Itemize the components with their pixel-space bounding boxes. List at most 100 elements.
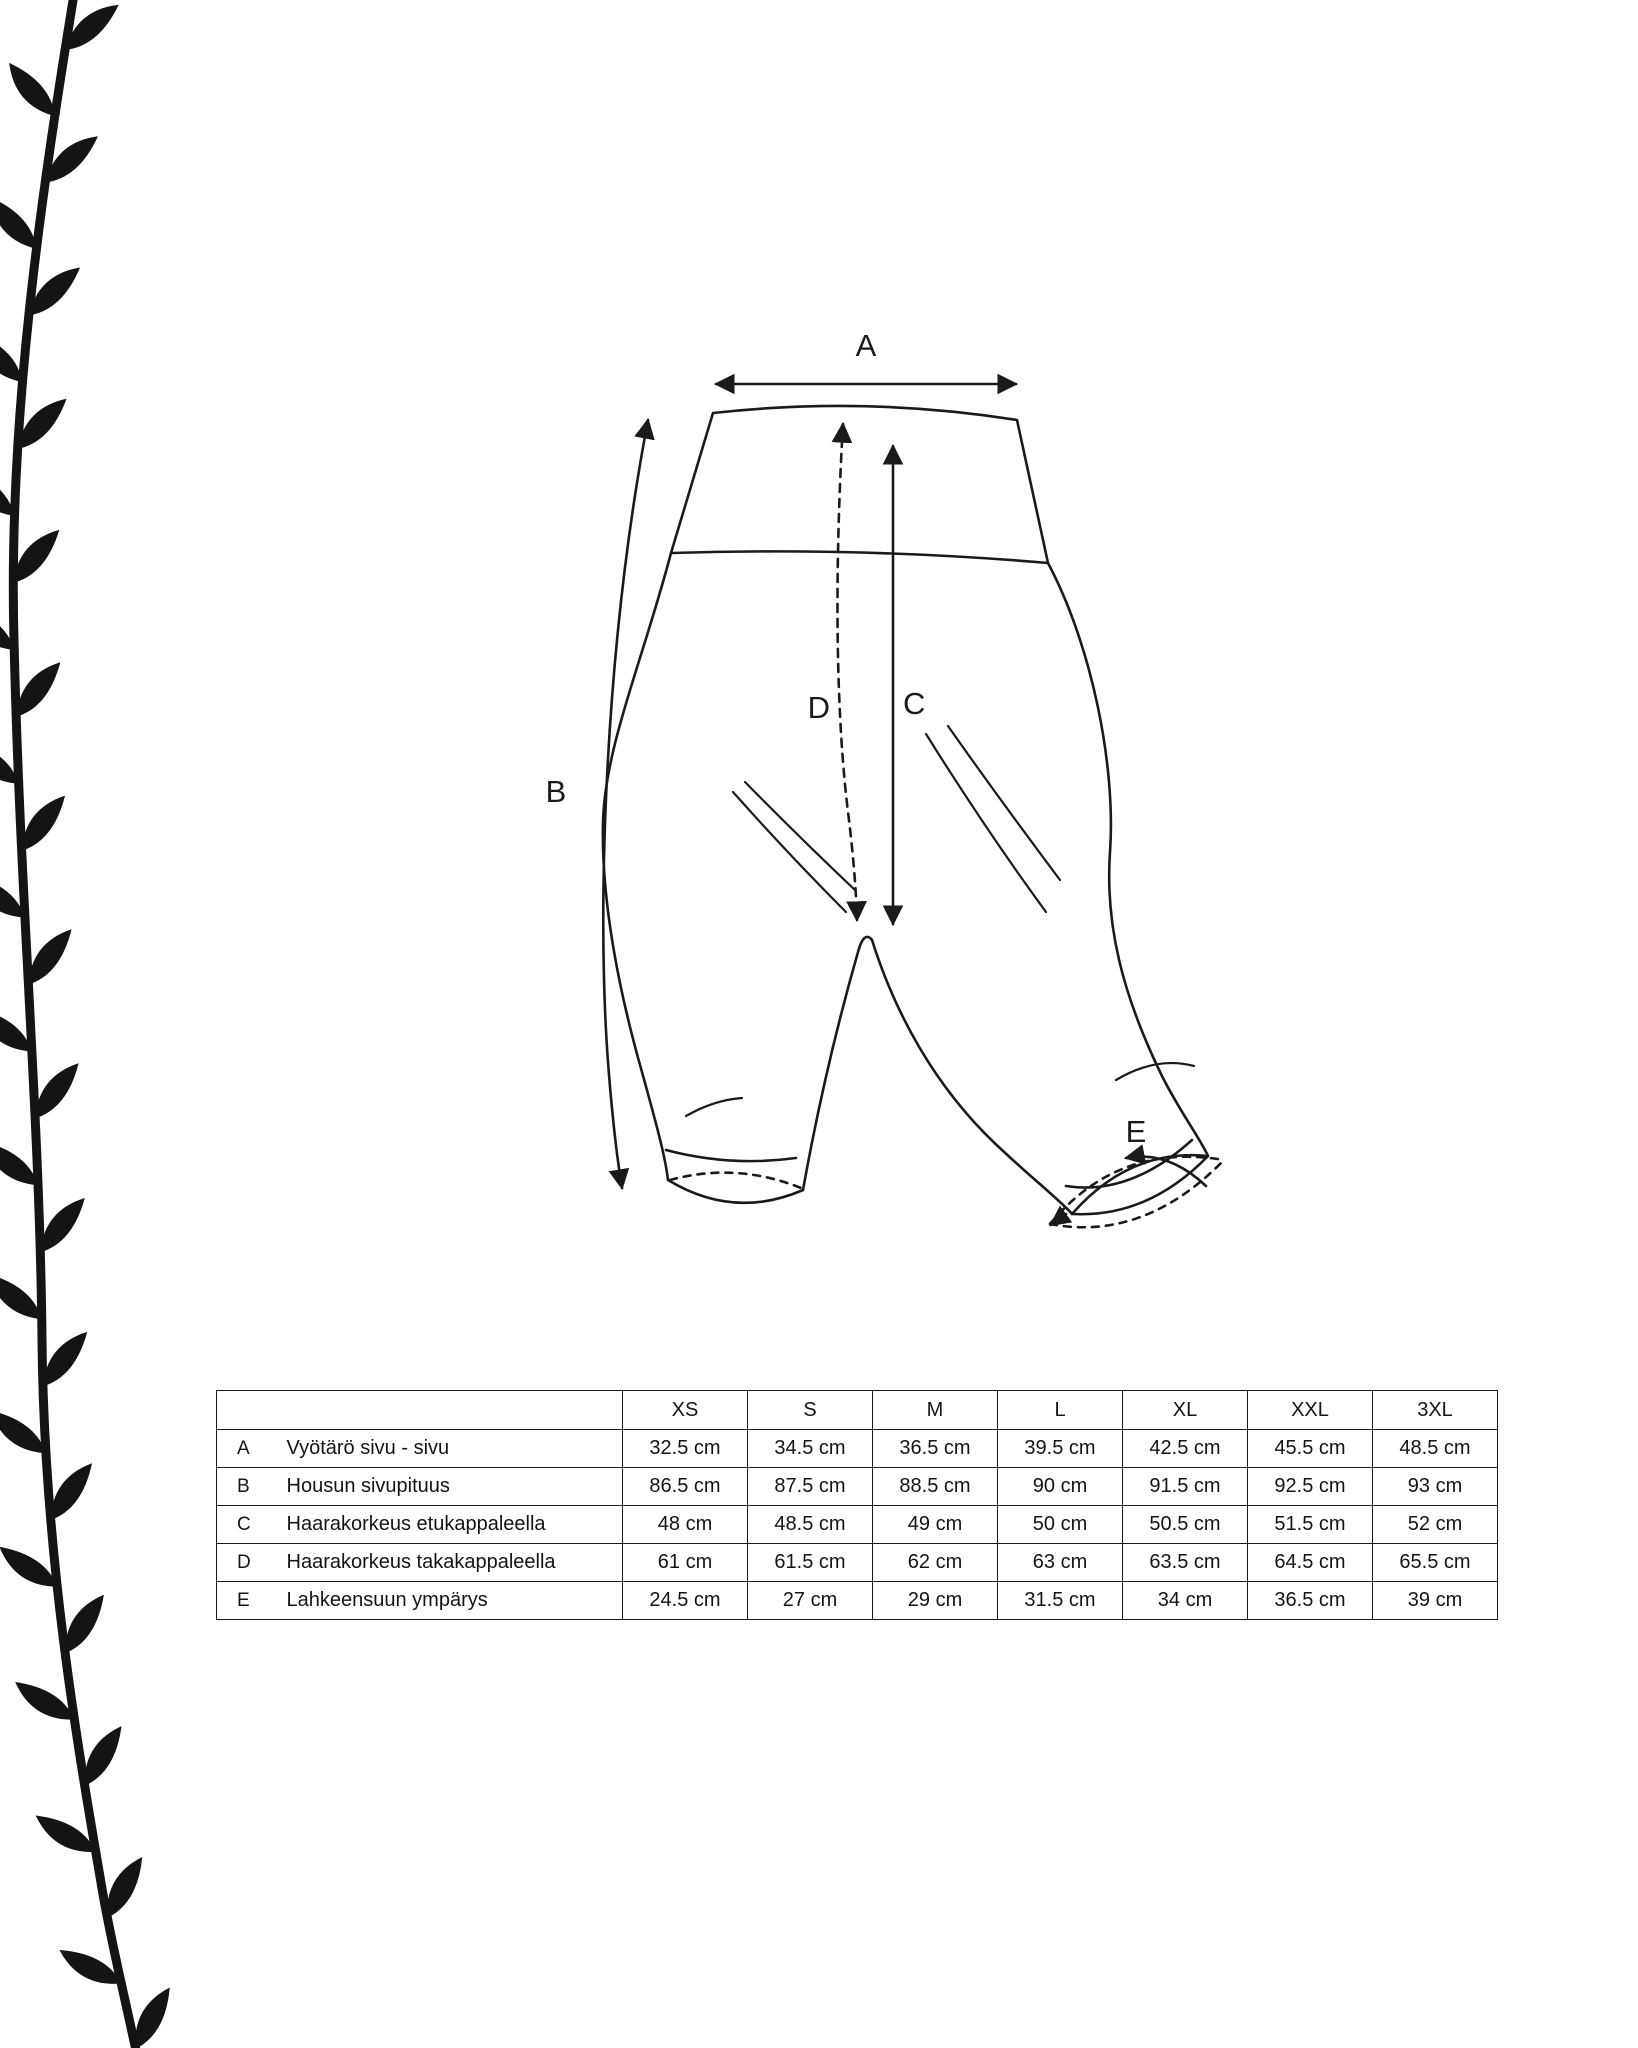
vine-leaf — [9, 62, 55, 117]
pants-left-inner-seam — [801, 935, 874, 1192]
vine-leaf — [13, 529, 60, 583]
vine-leaf — [0, 874, 25, 918]
measurement-value: 31.5 cm — [997, 1581, 1123, 1620]
row-letter: D — [216, 1543, 279, 1582]
row-label: Haarakorkeus etukappaleella — [278, 1505, 623, 1544]
vine-leaf — [28, 929, 72, 985]
vine-leaf — [21, 795, 66, 851]
measurement-value: 32.5 cm — [622, 1429, 748, 1468]
measurement-value: 52 cm — [1372, 1505, 1498, 1544]
vine-leaf — [35, 1063, 79, 1119]
vine-leaf — [40, 1197, 85, 1253]
pants-left-cuff-top-line — [664, 1148, 798, 1163]
vine-leaf — [84, 1726, 122, 1786]
measurement-value: 24.5 cm — [622, 1581, 748, 1620]
vine-leaf — [15, 1681, 75, 1720]
vine-leaf — [16, 662, 61, 717]
measurement-value: 34 cm — [1122, 1581, 1248, 1620]
vine-leaf — [17, 398, 67, 449]
wrinkle-left-leg-1 — [731, 790, 848, 914]
vine-leaf — [45, 136, 98, 183]
measurement-value: 63 cm — [997, 1543, 1123, 1582]
pants-right-cuff-front-rim — [1070, 1154, 1210, 1216]
measurement-value: 63.5 cm — [1122, 1543, 1248, 1582]
vine-leaf — [65, 4, 119, 50]
vine-leaf — [50, 1463, 92, 1521]
wrinkle-right-leg-1 — [924, 732, 1048, 914]
vine-leaf — [65, 1594, 104, 1654]
measurement-value: 42.5 cm — [1122, 1429, 1248, 1468]
vine-leaf — [59, 1950, 122, 1984]
size-column-header: M — [872, 1390, 998, 1430]
label-d: D — [808, 690, 830, 725]
measurement-value: 64.5 cm — [1247, 1543, 1373, 1582]
measurement-value: 34.5 cm — [747, 1429, 873, 1468]
arrow-d — [831, 421, 867, 923]
label-b: B — [546, 774, 567, 809]
measurement-value: 50.5 cm — [1122, 1505, 1248, 1544]
arrow-e-head — [1049, 1205, 1073, 1227]
pants-left-cuff-bottom — [666, 1178, 805, 1205]
vine-leaf — [0, 1008, 32, 1052]
row-label: Housun sivupituus — [278, 1467, 623, 1506]
pants-left-outer-seam — [601, 551, 673, 1182]
measurement-value: 93 cm — [1372, 1467, 1498, 1506]
label-a: A — [856, 328, 877, 363]
measurement-value: 88.5 cm — [872, 1467, 998, 1506]
arrow-e-top-arc — [1123, 1144, 1208, 1188]
header-corner-label — [278, 1390, 623, 1430]
label-c: C — [903, 686, 925, 721]
vine-stem — [8, 0, 141, 2048]
row-label: Haarakorkeus takakappaleella — [278, 1543, 623, 1582]
measurement-value: 39.5 cm — [997, 1429, 1123, 1468]
vine-leaf — [0, 605, 15, 650]
row-label: Vyötärö sivu - sivu — [278, 1429, 623, 1468]
vine-leaf — [0, 1410, 46, 1454]
arrow-e-loop-front — [1048, 1158, 1226, 1229]
vine-leaf — [35, 1815, 96, 1852]
vine-leaf — [28, 267, 81, 316]
vine-leaf — [42, 1331, 88, 1387]
arrow-e-loop-back — [1048, 1155, 1226, 1226]
measurement-value: 87.5 cm — [747, 1467, 873, 1506]
vine-leaf — [135, 1987, 170, 2048]
size-column-header: S — [747, 1390, 873, 1430]
vine-decoration — [0, 0, 170, 2048]
measurement-value: 48.5 cm — [1372, 1429, 1498, 1468]
vine-leaf — [0, 1546, 58, 1587]
measurement-value: 90 cm — [997, 1467, 1123, 1506]
pants-right-cuff-back-rim — [1070, 1153, 1210, 1216]
size-column-header: XS — [622, 1390, 748, 1430]
measurement-value: 65.5 cm — [1372, 1543, 1498, 1582]
pants-left-cuff-back-rim — [668, 1171, 803, 1190]
vine-leaf — [0, 1141, 39, 1186]
measurement-value: 92.5 cm — [1247, 1467, 1373, 1506]
vine-leaf — [0, 331, 23, 383]
measurement-value: 61.5 cm — [747, 1543, 873, 1582]
measurement-value: 86.5 cm — [622, 1467, 748, 1506]
pants-right-inner-seam — [870, 938, 1074, 1216]
size-column-header: XL — [1122, 1390, 1248, 1430]
pants-waistband — [669, 404, 1050, 565]
measurement-value: 39 cm — [1372, 1581, 1498, 1620]
vine-leaf — [0, 196, 37, 249]
row-letter: E — [216, 1581, 279, 1620]
wrinkle-left-ankle — [684, 1096, 744, 1118]
pants-right-cuff-band-line — [1064, 1138, 1194, 1189]
measurement-value: 49 cm — [872, 1505, 998, 1544]
measurement-value: 91.5 cm — [1122, 1467, 1248, 1506]
measurement-value: 29 cm — [872, 1581, 998, 1620]
row-label: Lahkeensuun ympärys — [278, 1581, 623, 1620]
size-column-header: XXL — [1247, 1390, 1373, 1430]
wrinkle-left-leg-2 — [743, 780, 857, 892]
